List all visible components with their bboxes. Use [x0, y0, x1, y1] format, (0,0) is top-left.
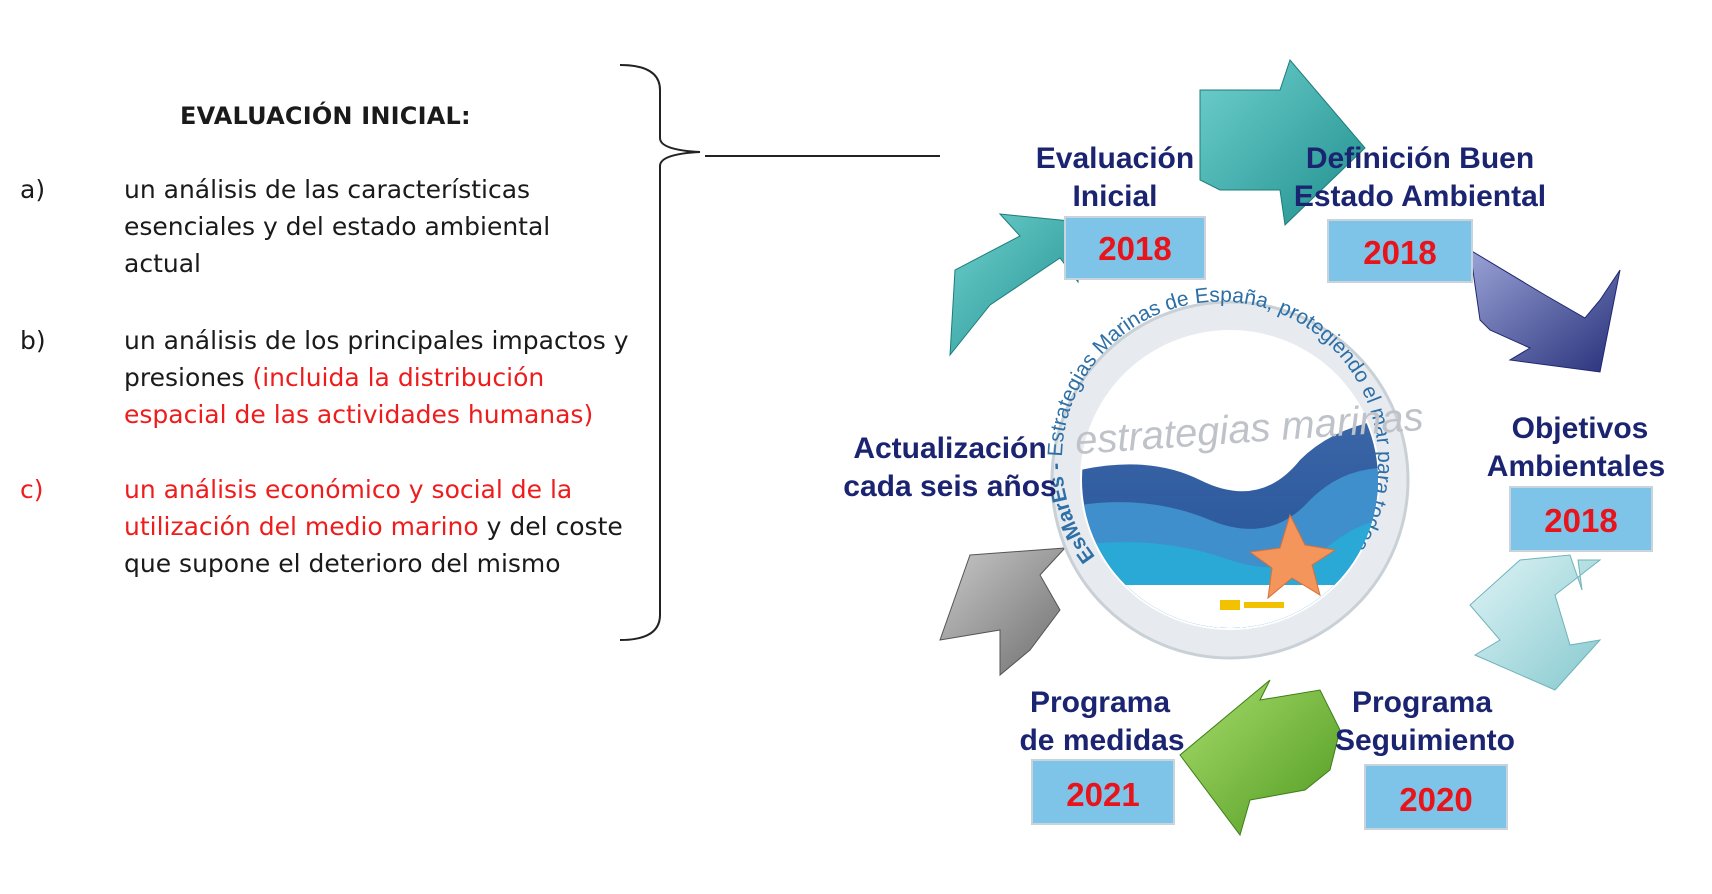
year-label: 2018	[1544, 502, 1617, 539]
item-label: a)	[20, 175, 46, 204]
green-arrow-bottom-icon	[1179, 679, 1341, 837]
year-label: 2020	[1399, 781, 1472, 818]
stage-label: Seguimiento	[1335, 724, 1515, 757]
item-label: b)	[20, 326, 46, 355]
year-label: 2021	[1066, 776, 1139, 813]
stage-label: Definición Buen	[1306, 142, 1534, 175]
item-text: un análisis económico y social de la uti…	[124, 471, 644, 582]
bracket	[619, 64, 701, 641]
update-label: Actualización cada seis años	[843, 432, 1056, 503]
esmares-logo: EsMarEs - Estrategias Marinas de España,…	[1044, 284, 1425, 660]
stage-label: Ambientales	[1487, 450, 1665, 483]
stage-evaluacion: Evaluación Inicial 2018	[1036, 142, 1206, 280]
stage-medidas: Programa de medidas 2021	[1019, 686, 1185, 825]
line-text: presiones	[124, 363, 253, 392]
gray-arrow-left-icon	[939, 547, 1067, 677]
stage-label: Evaluación	[1036, 142, 1194, 175]
stage-label: Programa	[1030, 686, 1170, 719]
stage-label: Estado Ambiental	[1294, 180, 1546, 213]
line-text: un análisis de las características	[124, 175, 531, 204]
line-text: un análisis de los principales impactos …	[124, 326, 629, 355]
year-label: 2018	[1098, 230, 1171, 267]
stage-seguimiento: Programa Seguimiento 2020	[1335, 686, 1515, 830]
year-box	[1364, 764, 1508, 830]
year-box	[1031, 759, 1175, 825]
line-text: actual	[124, 249, 201, 278]
lightblue-arrow-right-icon	[1469, 554, 1602, 691]
item-text: un análisis de los principales impactos …	[124, 322, 644, 433]
update-label-line2: cada seis años	[843, 470, 1056, 503]
year-box	[1509, 486, 1653, 552]
year-box	[1064, 216, 1206, 280]
year-label: 2018	[1363, 234, 1436, 271]
highlight-text: (incluida la distribución	[252, 363, 545, 392]
stage-label: Inicial	[1072, 180, 1157, 213]
teal-arrow-top-icon	[1199, 59, 1366, 227]
year-box	[1327, 219, 1473, 283]
section-heading: EVALUACIÓN INICIAL:	[180, 102, 471, 130]
line-text: esenciales y del estado ambiental	[124, 212, 551, 241]
line-text: y del coste	[478, 512, 623, 541]
stage-label: Objetivos	[1512, 412, 1649, 445]
stage-label: de medidas	[1019, 724, 1184, 757]
line-text: que supone el deterioro del mismo	[124, 549, 561, 578]
stage-objetivos: Objetivos Ambientales 2018	[1487, 412, 1665, 552]
stage-definicion: Definición Buen Estado Ambiental 2018	[1294, 142, 1546, 283]
highlight-text: un análisis económico y social de la	[124, 475, 573, 504]
update-label-line1: Actualización	[853, 432, 1046, 465]
navy-arrow-right-icon	[1469, 249, 1621, 373]
highlight-text: utilización del medio marino	[124, 512, 479, 541]
item-text: un análisis de las características esenc…	[124, 171, 644, 282]
left-panel: EVALUACIÓN INICIAL: a) un análisis de la…	[0, 0, 700, 894]
highlight-text: espacial de las actividades humanas)	[124, 400, 594, 429]
teal-arrow-left-icon	[949, 213, 1081, 357]
stage-label: Programa	[1352, 686, 1492, 719]
item-label: c)	[20, 475, 44, 504]
